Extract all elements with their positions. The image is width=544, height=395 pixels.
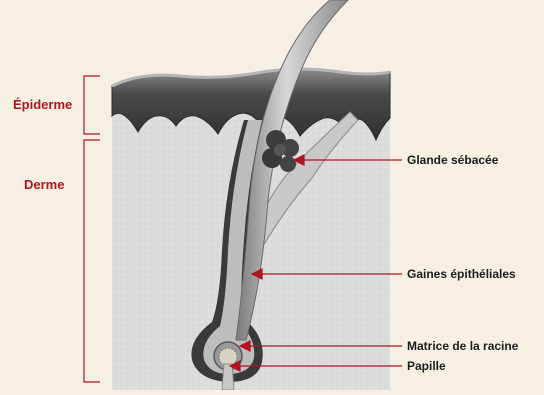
region-label-epidermis: Épiderme [13,97,72,112]
dermis-bracket [84,140,100,382]
part-label-papilla: Papille [407,359,446,373]
part-label-sebaceous-gland: Glande sébacée [407,153,498,167]
papilla-stalk [222,364,234,390]
region-label-dermis: Derme [24,177,64,192]
part-label-root-matrix: Matrice de la racine [407,339,518,353]
epidermis-bracket [84,76,100,134]
part-label-epithelial-sheaths: Gaines épithéliales [407,267,516,281]
